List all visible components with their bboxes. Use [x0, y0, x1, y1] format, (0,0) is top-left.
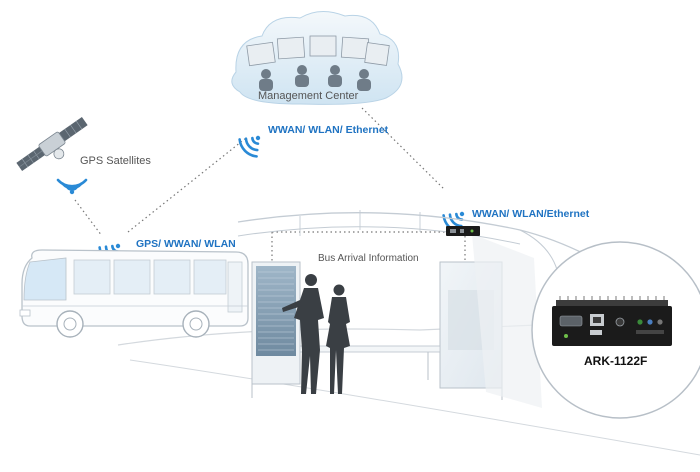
center-link-label: WWAN/ WLAN/ Ethernet: [268, 124, 389, 136]
device-model-label: ARK-1122F: [584, 354, 648, 368]
embedded-pc-icon: [552, 296, 672, 346]
satellite-icon: [16, 116, 88, 172]
bus-link-label: GPS/ WWAN/ WLAN: [136, 238, 236, 250]
management-center-cloud: [231, 11, 403, 105]
device-zoom-circle: [531, 241, 700, 419]
bus-arrival-label: Bus Arrival Information: [318, 253, 419, 264]
people-silhouette-icon: [282, 274, 350, 394]
stop-link-label: WWAN/ WLAN/Ethernet: [472, 208, 590, 220]
management-center-label: Management Center: [258, 90, 359, 102]
link-satellite-bus: [74, 199, 103, 237]
link-center-stop: [361, 107, 446, 191]
shelter-device-icon: [446, 226, 480, 236]
bus-arrival-screen: [256, 266, 296, 356]
link-bus-center: [127, 137, 247, 233]
bus-shelter: [237, 210, 601, 408]
network-links: [74, 107, 466, 268]
gps-satellites-label: GPS Satellites: [80, 155, 151, 167]
bus-icon: [19, 249, 249, 338]
